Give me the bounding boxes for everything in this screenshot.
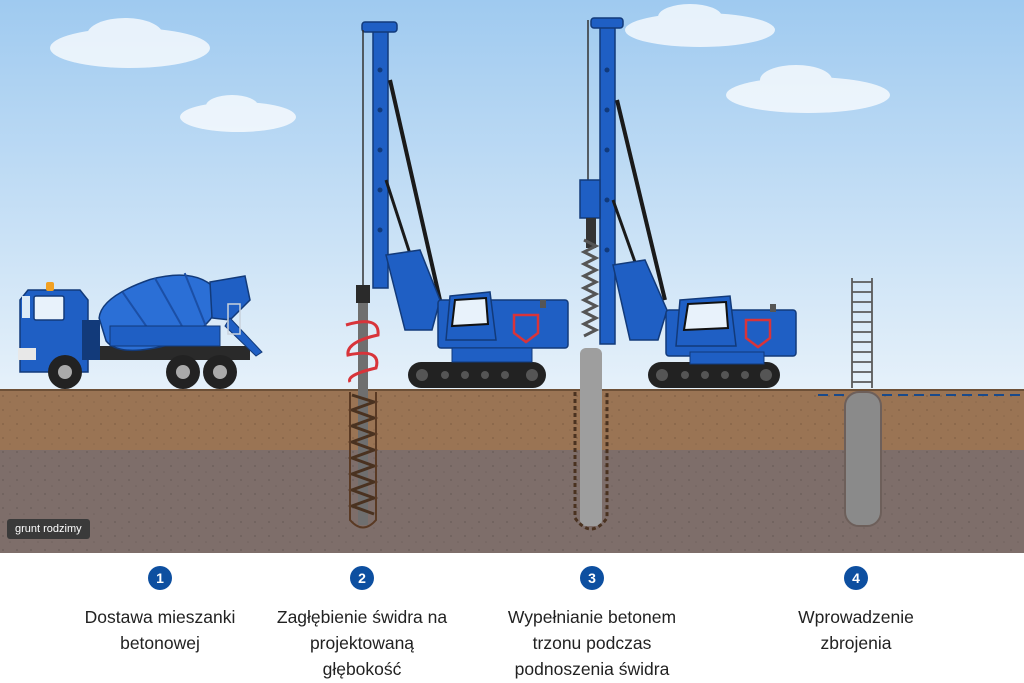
step-1: 1 Dostawa mieszanki betonowej — [40, 566, 280, 656]
clouds — [50, 4, 890, 132]
step-number-badge: 1 — [148, 566, 172, 590]
step-number-badge: 4 — [844, 566, 868, 590]
reinforcement-cage — [818, 278, 1024, 527]
soil-label: grunt rodzimy — [7, 519, 90, 539]
step-3: 3 Wypełnianie betonem trzonu podczas pod… — [472, 566, 712, 682]
step-caption: Zagłębienie świdra na projektowaną głębo… — [276, 607, 448, 679]
step-caption: Dostawa mieszanki betonowej — [84, 607, 236, 653]
drilling-rig-auger — [345, 21, 569, 529]
step-2: 2 Zagłębienie świdra na projektowaną głę… — [242, 566, 482, 682]
step-4: 4 Wprowadzenie zbrojenia — [736, 566, 976, 656]
concrete-column — [580, 348, 602, 526]
step-caption: Wprowadzenie zbrojenia — [798, 607, 914, 653]
step-caption: Wypełnianie betonem trzonu podczas podno… — [507, 607, 677, 679]
concrete-mixer-truck — [18, 272, 263, 389]
drilling-rig-concreting — [573, 17, 797, 531]
process-illustration — [0, 0, 1024, 553]
step-number-badge: 2 — [350, 566, 374, 590]
step-number-badge: 3 — [580, 566, 604, 590]
